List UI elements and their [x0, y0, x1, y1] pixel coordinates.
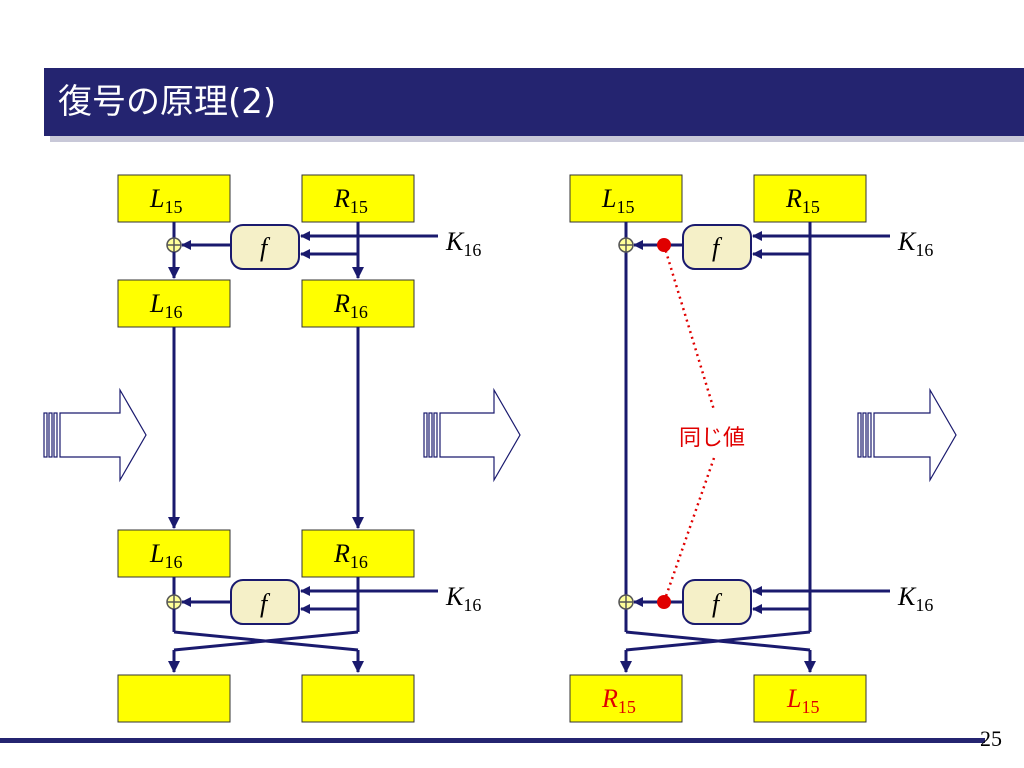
svg-text:L16: L16: [149, 539, 182, 572]
left-box-l16-low: [117, 529, 231, 578]
left-box-l16-mid: [117, 279, 231, 328]
right-output-box-r15: [569, 674, 683, 723]
svg-text:K16: K16: [897, 582, 933, 615]
left-output-box-1: [117, 674, 231, 723]
svg-text:L15: L15: [601, 184, 634, 217]
title-bar: 復号の原理(2): [44, 68, 1024, 136]
same-value-label: 同じ値: [679, 426, 745, 451]
svg-text:L16: L16: [149, 289, 182, 322]
right-f-label-bottom: f: [712, 589, 723, 618]
left-labels: L15 R15 L16 R16 L16 R16 f f K16 K16: [149, 184, 481, 618]
left-f-box-top: [230, 224, 300, 270]
svg-text:R16: R16: [333, 539, 368, 572]
same-value-dot-top: [657, 238, 671, 252]
svg-text:K16: K16: [897, 227, 933, 260]
slide-title: 復号の原理(2): [58, 82, 277, 122]
transition-arrow-1: [43, 387, 147, 483]
svg-text:L15: L15: [149, 184, 182, 217]
svg-text:R15: R15: [333, 184, 368, 217]
same-value-link: 同じ値: [657, 238, 745, 609]
transition-arrow-2: [423, 387, 521, 483]
left-diagram: [117, 174, 438, 723]
svg-text:K16: K16: [445, 582, 481, 615]
left-box-r16-mid: [301, 279, 415, 328]
svg-text:R15: R15: [601, 684, 636, 717]
left-f-label-top: f: [260, 233, 271, 262]
right-labels: L15 R15 f f K16 K16 R15 L15: [601, 184, 933, 717]
svg-text:R15: R15: [785, 184, 820, 217]
svg-text:L15: L15: [786, 684, 819, 717]
right-output-box-l15: [753, 674, 867, 723]
left-f-label-bottom: f: [260, 589, 271, 618]
right-diagram: [569, 174, 890, 723]
svg-text:R16: R16: [333, 289, 368, 322]
left-box-r16-low: [301, 529, 415, 578]
right-box-r15: [753, 174, 867, 223]
right-f-box-top: [682, 224, 752, 270]
transition-arrow-3: [857, 387, 957, 483]
page-number: 25: [980, 726, 1002, 751]
right-f-label-top: f: [712, 233, 723, 262]
svg-text:K16: K16: [445, 227, 481, 260]
left-box-r15: [301, 174, 415, 223]
right-box-l15: [569, 174, 683, 223]
same-value-dot-bottom: [657, 595, 671, 609]
footer-rule: [0, 738, 985, 743]
left-output-box-2: [301, 674, 415, 723]
